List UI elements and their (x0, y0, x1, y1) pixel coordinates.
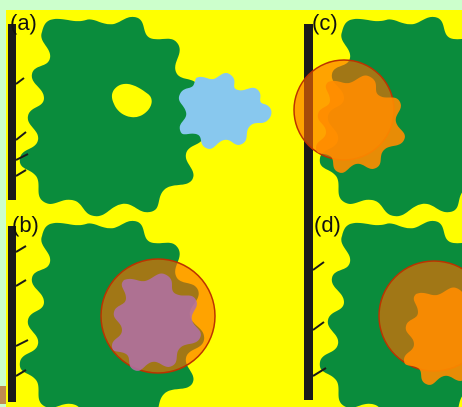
receptor-line (15, 279, 27, 287)
receptor-line (15, 153, 29, 161)
membrane-bar (8, 226, 16, 402)
panel-label: (d) (314, 212, 341, 237)
panel-a: (a) (8, 10, 272, 217)
receptor-line (312, 261, 325, 271)
receptor-line (15, 77, 25, 85)
panel-d: (d) (312, 212, 462, 407)
cell-notch (111, 83, 152, 118)
panel-label: (b) (12, 212, 39, 237)
receptor-line (312, 367, 327, 377)
receptor-line (312, 321, 325, 331)
panel-c: (c) (293, 10, 462, 400)
corner-mark (0, 386, 6, 404)
panel-label: (c) (312, 10, 338, 35)
receptor-line (15, 131, 27, 141)
receptor-line (15, 339, 29, 347)
receptor-line (15, 245, 27, 253)
membrane-bar (304, 24, 313, 400)
panel-label: (a) (10, 10, 37, 35)
receptor-line (15, 369, 27, 377)
receptor-line (15, 169, 27, 177)
panel-b: (b) (8, 212, 216, 407)
membrane-bar (8, 24, 16, 200)
